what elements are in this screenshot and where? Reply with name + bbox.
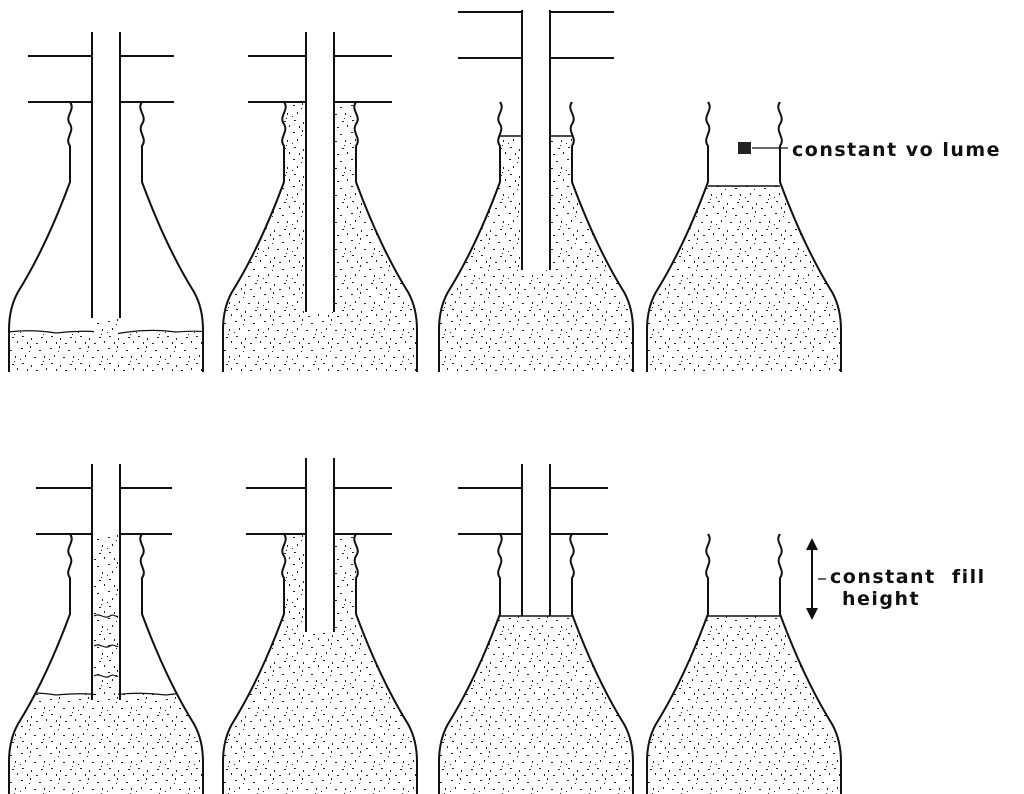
bottle-2-row-2 — [210, 458, 430, 794]
stopper-plate — [246, 488, 392, 534]
bottle-3-row-2 — [426, 464, 646, 794]
bottle-1-row-2 — [0, 454, 216, 794]
powder-in-tube — [94, 318, 118, 338]
stopper-plate — [28, 56, 174, 102]
stopper-plate — [458, 488, 608, 534]
bottle-2-row-1 — [210, 32, 430, 382]
constant-volume-label: constant vo lume — [792, 140, 1001, 161]
constant-fill-height-label-line-2: height — [842, 589, 920, 610]
filling-tube — [522, 464, 550, 616]
fill-height-arrow — [806, 538, 826, 620]
filling-tube — [92, 32, 120, 318]
powder-fill — [0, 330, 216, 382]
stopper-plate — [248, 56, 392, 102]
stopper-plate — [458, 12, 614, 58]
bottle-4-row-2 — [634, 534, 854, 794]
constant-fill-height-label-line-1: constant fill — [830, 567, 986, 588]
bottle-1-row-1 — [0, 32, 216, 382]
volume-marker — [738, 142, 751, 154]
powder-fill — [634, 186, 854, 386]
bottle-3-row-1 — [426, 10, 646, 386]
